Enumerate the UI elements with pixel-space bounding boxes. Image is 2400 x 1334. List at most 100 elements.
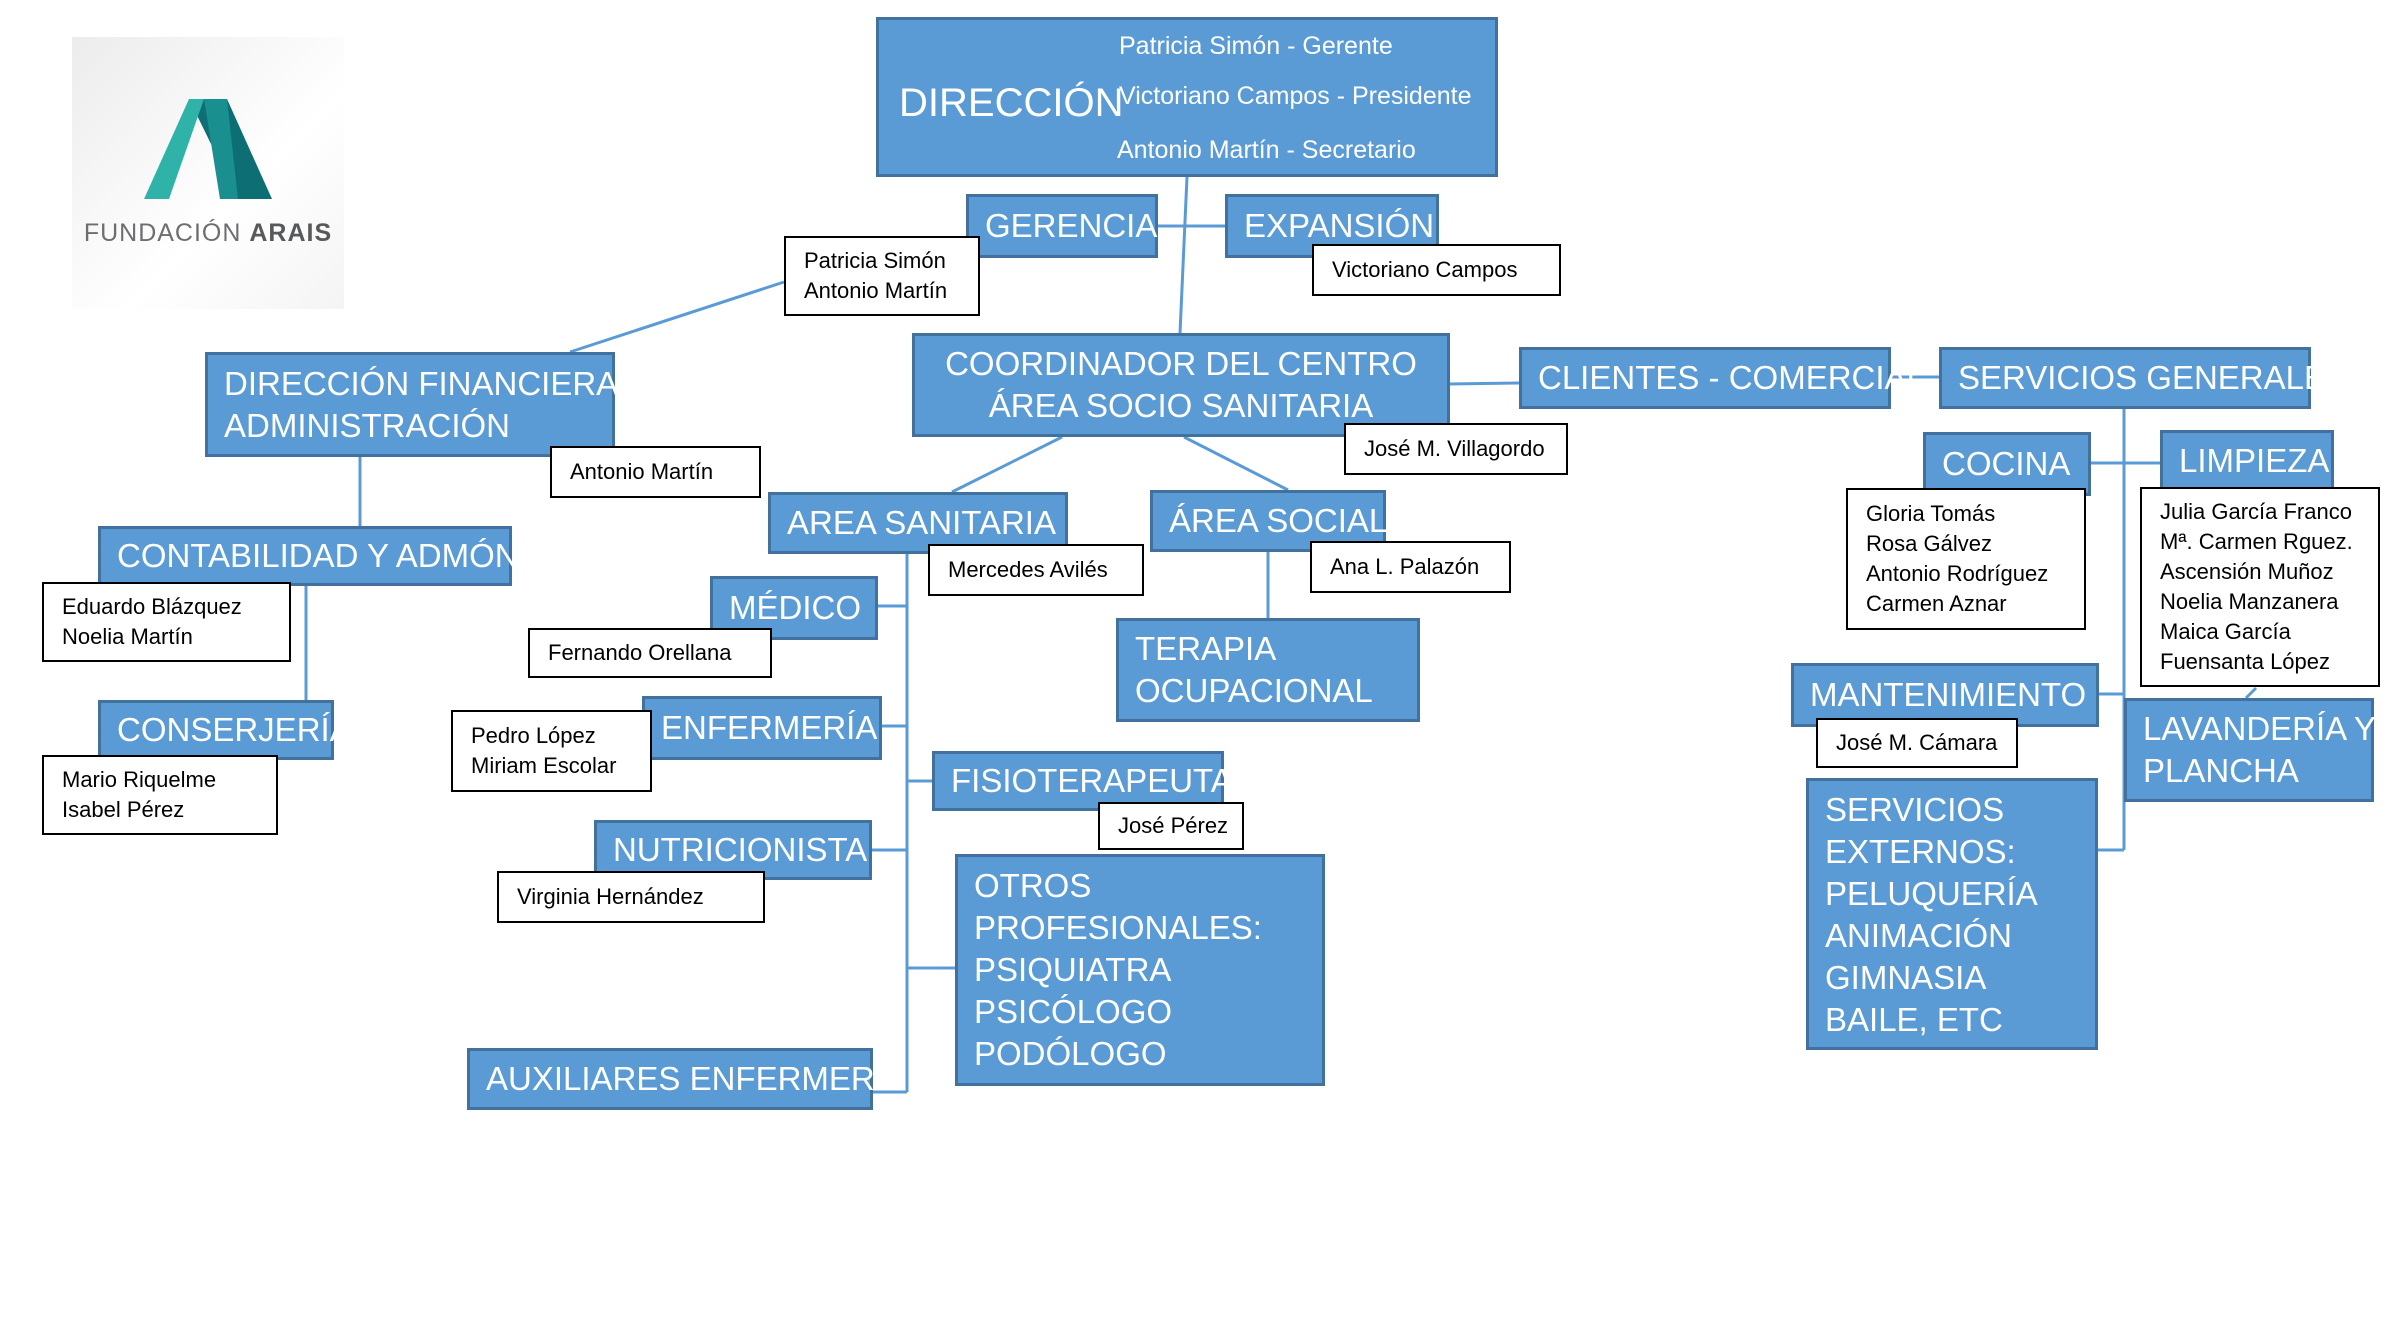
medico-title: MÉDICO [729, 589, 861, 626]
auxiliares-enfermeria-box: AUXILIARES ENFERMERÍA [467, 1048, 906, 1110]
financiera-title-line-2: ADMINISTRACIÓN [224, 406, 511, 444]
link-coordinador-sanitaria [951, 435, 1063, 494]
person: José Pérez [1118, 813, 1229, 838]
fisioterapeuta-box: FISIOTERAPEUTA [932, 751, 1233, 811]
servicios-generales-title: SERVICIOS GENERALES [1958, 359, 2349, 396]
person: Virginia Hernández [517, 884, 704, 909]
person: Carmen Aznar [1866, 591, 2007, 616]
person: Gloria Tomás [1866, 501, 1996, 526]
arais-a-icon [144, 99, 272, 199]
cocina-title: COCINA [1942, 445, 2071, 482]
link-coordinador-clientes [1447, 381, 1520, 386]
link-limpieza-lavanderia [2244, 686, 2258, 700]
direccion-member-3: Antonio Martín - Secretario [1117, 136, 1416, 164]
expansion-title: EXPANSIÓN [1244, 207, 1435, 244]
auxiliares-title: AUXILIARES ENFERMERÍA [486, 1060, 906, 1097]
person: Victoriano Campos [1332, 257, 1518, 282]
nutricionista-title: NUTRICIONISTA [613, 831, 868, 868]
link-coordinador-social [1183, 435, 1289, 492]
coordinador-title-line-2: ÁREA SOCIO SANITARIA [988, 387, 1374, 424]
area-sanitaria-title: AREA SANITARIA [787, 504, 1056, 541]
fisioterapeuta-title: FISIOTERAPEUTA [951, 762, 1233, 799]
person: Isabel Pérez [62, 797, 185, 822]
contabilidad-box: CONTABILIDAD Y ADMÓN. [98, 526, 528, 586]
limpieza-box: LIMPIEZA [2160, 430, 2334, 492]
externos-line: GIMNASIA [1825, 959, 1987, 996]
medico-box: MÉDICO [710, 576, 878, 640]
mantenimiento-people: José M. Cámara [1816, 718, 2018, 768]
otros-line: PROFESIONALES: [974, 909, 1262, 946]
logo-word-2: ARAIS [249, 219, 333, 247]
otros-line: PSICÓLOGO [974, 993, 1173, 1030]
person: Pedro López [471, 723, 596, 748]
person: Ana L. Palazón [1330, 554, 1480, 579]
clientes-comercial-box: CLIENTES - COMERCIAL [1519, 347, 1925, 409]
enfermeria-people: Pedro López Miriam Escolar [451, 710, 652, 792]
externos-line: BAILE, ETC [1825, 1001, 2003, 1038]
gerencia-people: Patricia Simón Antonio Martín [784, 236, 980, 316]
mantenimiento-title: MANTENIMIENTO [1810, 676, 2087, 713]
fisioterapeuta-people: José Pérez [1098, 802, 1244, 850]
person: Fernando Orellana [548, 640, 732, 665]
person: Antonio Martín [570, 459, 714, 484]
externos-line: ANIMACIÓN [1825, 917, 2013, 954]
person: Mercedes Avilés [948, 557, 1108, 582]
servicios-externos-box: SERVICIOS EXTERNOS: PELUQUERÍA ANIMACIÓN… [1806, 778, 2098, 1050]
externos-line: EXTERNOS: [1825, 833, 2016, 870]
person: Patricia Simón [804, 248, 946, 273]
servicios-generales-box: SERVICIOS GENERALES [1939, 347, 2349, 409]
otros-line: OTROS [974, 867, 1092, 904]
terapia-title-line-2: OCUPACIONAL [1135, 672, 1373, 709]
person: Mª. Carmen Rguez. [2160, 529, 2353, 554]
person: Mario Riquelme [62, 767, 217, 792]
link-gerencia-financiera [569, 280, 785, 354]
person: José M. Cámara [1836, 730, 1998, 755]
otros-line: PSIQUIATRA [974, 951, 1172, 988]
person: Rosa Gálvez [1866, 531, 1992, 556]
coordinador-title-line-1: COORDINADOR DEL CENTRO [945, 345, 1417, 382]
link-direccion-coordinador [1178, 176, 1189, 334]
person: Noelia Martín [62, 624, 193, 649]
contabilidad-people: Eduardo Blázquez Noelia Martín [42, 582, 291, 662]
lavanderia-title-line-1: LAVANDERÍA Y [2143, 710, 2376, 747]
person: Maica García [2160, 619, 2291, 644]
direccion-member-2: Victoriano Campos - Presidente [1119, 82, 1472, 110]
externos-line: SERVICIOS [1825, 791, 2005, 828]
clientes-title: CLIENTES - COMERCIAL [1538, 359, 1925, 396]
coordinador-people: José M. Villagordo [1344, 423, 1568, 475]
enfermeria-box: ENFERMERÍA [642, 696, 882, 760]
direccion-box: DIRECCIÓN Patricia Simón - Gerente Victo… [876, 17, 1498, 177]
lavanderia-title-line-2: PLANCHA [2143, 752, 2299, 789]
direccion-title: DIRECCIÓN [899, 81, 1124, 125]
logo-word-1: FUNDACIÓN [83, 219, 242, 247]
terapia-ocupacional-box: TERAPIA OCUPACIONAL [1116, 618, 1420, 722]
nutricionista-people: Virginia Hernández [497, 871, 765, 923]
medico-people: Fernando Orellana [528, 628, 772, 678]
externos-line: PELUQUERÍA [1825, 875, 2038, 912]
gerencia-title: GERENCIA [985, 207, 1158, 244]
limpieza-people: Julia García Franco Mª. Carmen Rguez. As… [2140, 487, 2380, 687]
financiera-people: Antonio Martín [550, 446, 761, 498]
person: Julia García Franco [2160, 499, 2352, 524]
conserjeria-box: CONSERJERÍA [98, 700, 352, 760]
area-sanitaria-people: Mercedes Avilés [928, 544, 1144, 596]
person: Ascensión Muñoz [2160, 559, 2334, 584]
otros-line: PODÓLOGO [974, 1035, 1167, 1072]
limpieza-title: LIMPIEZA [2179, 442, 2330, 479]
expansion-people: Victoriano Campos [1312, 244, 1561, 296]
person: Eduardo Blázquez [62, 594, 242, 619]
conserjeria-title: CONSERJERÍA [117, 711, 352, 748]
area-social-people: Ana L. Palazón [1310, 541, 1511, 593]
lavanderia-plancha-box: LAVANDERÍA Y PLANCHA [2124, 698, 2376, 802]
enfermeria-title: ENFERMERÍA [661, 709, 878, 746]
conserjeria-people: Mario Riquelme Isabel Pérez [42, 755, 278, 835]
gerencia-box: GERENCIA [966, 194, 1158, 258]
financiera-title-line-1: DIRECCIÓN FINANCIERA Y [224, 364, 647, 402]
area-social-title: ÁREA SOCIAL [1169, 502, 1388, 539]
person: José M. Villagordo [1364, 436, 1545, 461]
area-sanitaria-box: AREA SANITARIA [768, 492, 1068, 554]
cocina-people: Gloria Tomás Rosa Gálvez Antonio Rodrígu… [1846, 488, 2086, 630]
coordinador-box: COORDINADOR DEL CENTRO ÁREA SOCIO SANITA… [912, 333, 1450, 437]
fundacion-arais-logo: FUNDACIÓN ARAIS [72, 37, 344, 309]
